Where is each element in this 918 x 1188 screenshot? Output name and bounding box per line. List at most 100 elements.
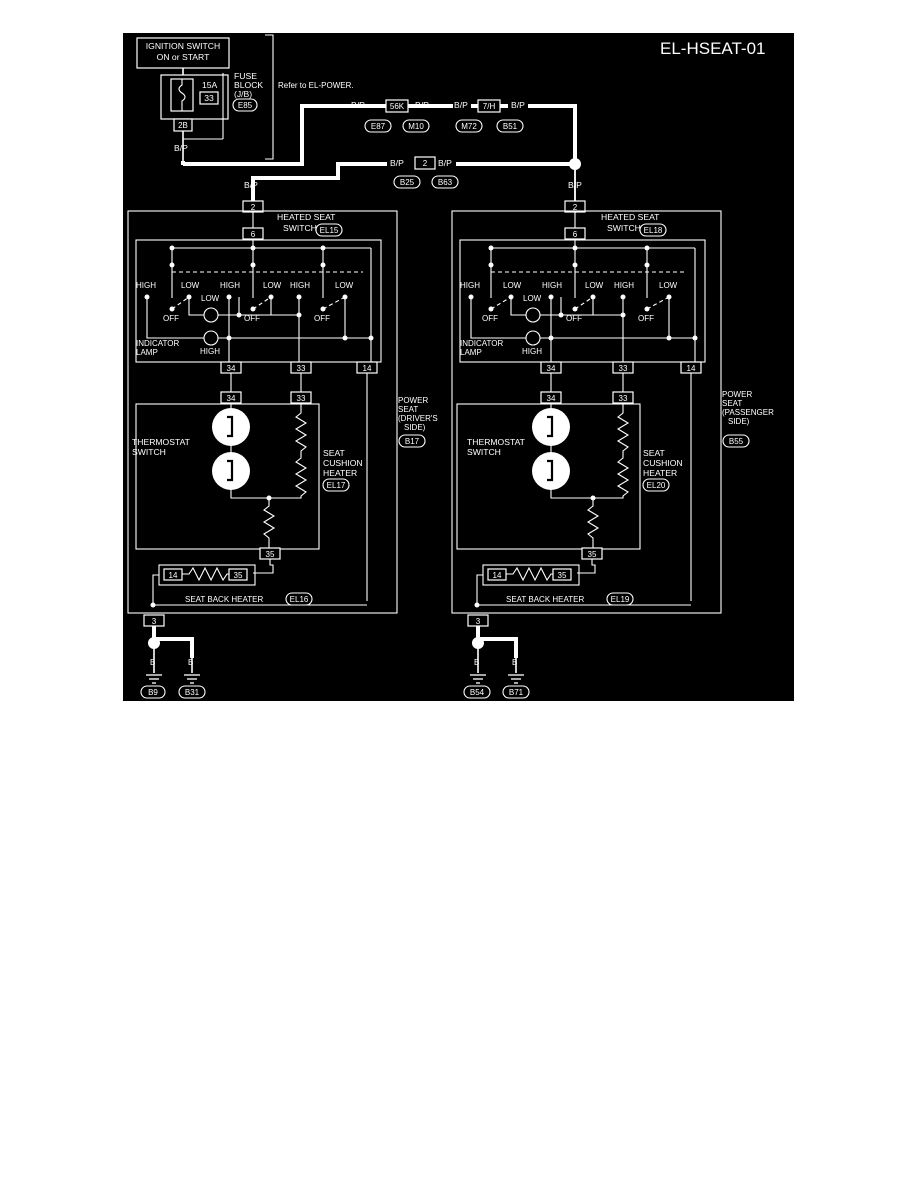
- svg-text:OFF: OFF: [163, 314, 179, 323]
- svg-text:3: 3: [476, 617, 481, 626]
- svg-text:(J/B): (J/B): [234, 89, 252, 99]
- svg-text:B: B: [474, 658, 479, 667]
- ground-b31: B31: [185, 688, 200, 697]
- svg-text:35: 35: [558, 571, 567, 580]
- svg-text:B/P: B/P: [415, 100, 429, 110]
- svg-text:INDICATOR: INDICATOR: [460, 339, 503, 348]
- svg-text:33: 33: [297, 364, 306, 373]
- svg-text:IGNITION SWITCH: IGNITION SWITCH: [146, 41, 220, 51]
- svg-text:35: 35: [266, 550, 275, 559]
- svg-text:HEATED SEAT: HEATED SEAT: [277, 212, 336, 222]
- svg-text:33: 33: [297, 394, 306, 403]
- ground-b54: B54: [470, 688, 485, 697]
- svg-text:HIGH: HIGH: [522, 347, 542, 356]
- svg-text:M72: M72: [461, 122, 477, 131]
- diagram-canvas: EL-HSEAT-01 IGNITION SWITCH ON or START …: [127, 34, 774, 699]
- ignition-switch: IGNITION SWITCH ON or START: [136, 37, 230, 69]
- svg-text:BLOCK: BLOCK: [234, 80, 263, 90]
- svg-text:HIGH: HIGH: [220, 281, 240, 290]
- svg-text:B55: B55: [729, 437, 744, 446]
- svg-text:B: B: [512, 658, 517, 667]
- svg-text:M10: M10: [408, 122, 424, 131]
- svg-text:LOW: LOW: [523, 294, 542, 303]
- svg-text:B: B: [150, 658, 155, 667]
- svg-text:B63: B63: [438, 178, 453, 187]
- svg-text:OFF: OFF: [314, 314, 330, 323]
- svg-text:B: B: [188, 658, 193, 667]
- svg-text:SWITCH: SWITCH: [607, 223, 641, 233]
- svg-text:HIGH: HIGH: [136, 281, 156, 290]
- svg-text:B/P: B/P: [174, 143, 188, 153]
- svg-text:14: 14: [169, 571, 178, 580]
- svg-text:EL15: EL15: [320, 226, 339, 235]
- svg-text:B/P: B/P: [351, 100, 365, 110]
- svg-text:POWER: POWER: [398, 396, 428, 405]
- svg-text:EL19: EL19: [611, 595, 630, 604]
- svg-text:THERMOSTAT: THERMOSTAT: [467, 437, 526, 447]
- svg-text:B/P: B/P: [438, 158, 452, 168]
- svg-text:SWITCH: SWITCH: [132, 447, 166, 457]
- svg-text:LOW: LOW: [263, 281, 282, 290]
- svg-text:B17: B17: [405, 437, 420, 446]
- svg-text:(DRIVER'S: (DRIVER'S: [398, 414, 438, 423]
- svg-text:2: 2: [573, 203, 578, 212]
- svg-text:(PASSENGER: (PASSENGER: [722, 408, 774, 417]
- svg-text:OFF: OFF: [244, 314, 260, 323]
- passenger-side: B/P 2 6 HEATED SEAT SWITCH EL18 HIGH LOW…: [451, 170, 774, 699]
- svg-text:SWITCH: SWITCH: [283, 223, 317, 233]
- svg-text:SEAT: SEAT: [398, 405, 418, 414]
- svg-text:EL20: EL20: [647, 481, 666, 490]
- svg-text:35: 35: [588, 550, 597, 559]
- svg-text:OFF: OFF: [638, 314, 654, 323]
- svg-text:14: 14: [687, 364, 696, 373]
- svg-text:LOW: LOW: [201, 294, 220, 303]
- svg-text:2: 2: [423, 159, 428, 168]
- svg-text:EL18: EL18: [644, 226, 663, 235]
- fuse-note: Refer to EL-POWER.: [278, 81, 354, 90]
- svg-text:EL16: EL16: [290, 595, 309, 604]
- svg-text:E87: E87: [371, 122, 386, 131]
- svg-text:33: 33: [619, 364, 628, 373]
- svg-text:SEAT BACK HEATER: SEAT BACK HEATER: [185, 595, 263, 604]
- svg-text:CUSHION: CUSHION: [643, 458, 683, 468]
- svg-text:HEATER: HEATER: [643, 468, 677, 478]
- svg-text:SEAT BACK HEATER: SEAT BACK HEATER: [506, 595, 584, 604]
- svg-text:HIGH: HIGH: [460, 281, 480, 290]
- svg-text:B/P: B/P: [511, 100, 525, 110]
- svg-text:HEATER: HEATER: [323, 468, 357, 478]
- fuse-block: 15A 33 FUSE BLOCK (J/B) E85 2B: [160, 71, 263, 132]
- svg-text:HIGH: HIGH: [614, 281, 634, 290]
- svg-text:LOW: LOW: [181, 281, 200, 290]
- svg-text:THERMOSTAT: THERMOSTAT: [132, 437, 191, 447]
- svg-text:B/P: B/P: [454, 100, 468, 110]
- svg-text:B/P: B/P: [390, 158, 404, 168]
- svg-text:B25: B25: [400, 178, 415, 187]
- svg-text:SWITCH: SWITCH: [467, 447, 501, 457]
- svg-text:LOW: LOW: [659, 281, 678, 290]
- svg-text:6: 6: [251, 230, 256, 239]
- fuse-terminal: 2B: [178, 121, 188, 130]
- svg-text:LOW: LOW: [585, 281, 604, 290]
- svg-text:HEATED SEAT: HEATED SEAT: [601, 212, 660, 222]
- svg-text:SEAT: SEAT: [722, 399, 742, 408]
- svg-text:LOW: LOW: [335, 281, 354, 290]
- svg-text:CUSHION: CUSHION: [323, 458, 363, 468]
- svg-text:INDICATOR: INDICATOR: [136, 339, 179, 348]
- svg-text:3: 3: [152, 617, 157, 626]
- wiring-diagram: EL-HSEAT-01 IGNITION SWITCH ON or START …: [123, 33, 794, 701]
- svg-text:POWER: POWER: [722, 390, 752, 399]
- fuse-number: 33: [204, 93, 214, 103]
- svg-text:B51: B51: [503, 122, 518, 131]
- ground-b9: B9: [148, 688, 158, 697]
- svg-text:34: 34: [547, 394, 556, 403]
- svg-text:HIGH: HIGH: [542, 281, 562, 290]
- svg-text:35: 35: [234, 571, 243, 580]
- svg-text:33: 33: [619, 394, 628, 403]
- svg-text:34: 34: [547, 364, 556, 373]
- svg-text:LAMP: LAMP: [136, 348, 158, 357]
- svg-text:34: 34: [227, 394, 236, 403]
- svg-text:34: 34: [227, 364, 236, 373]
- svg-text:HIGH: HIGH: [200, 347, 220, 356]
- svg-text:B/P: B/P: [244, 180, 258, 190]
- svg-text:OFF: OFF: [566, 314, 582, 323]
